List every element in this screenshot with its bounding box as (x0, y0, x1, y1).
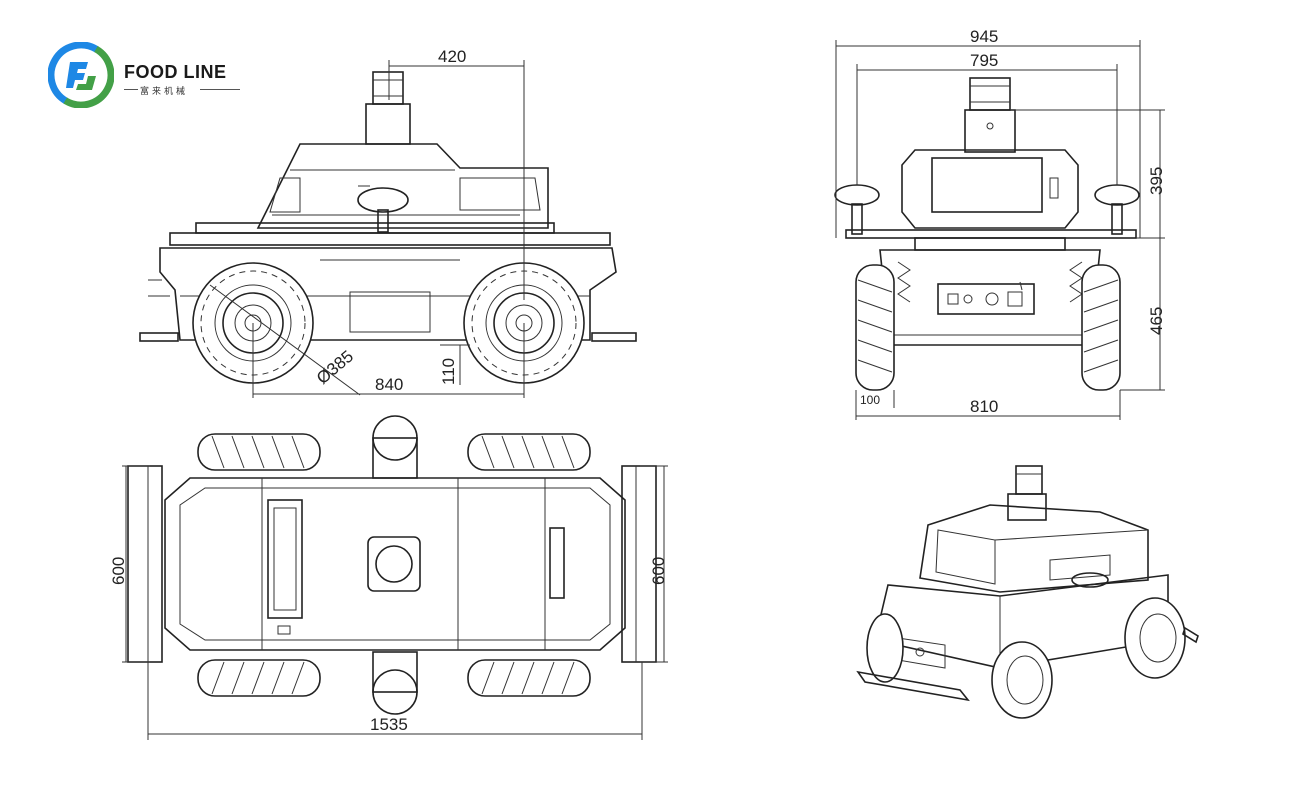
dim-lower-height: 465 (1147, 307, 1166, 335)
dim-ground-clearance: 110 (439, 358, 458, 385)
dim-overall-length: 1535 (370, 715, 408, 734)
dim-top-width-left: 600 (109, 557, 128, 585)
isometric-view (856, 465, 1199, 719)
top-view-dimensions: 600 600 1535 (109, 465, 668, 740)
dim-mast-offset: 420 (438, 47, 466, 66)
dim-track-width: 810 (970, 397, 998, 416)
front-view-dimensions: 945 795 395 465 810 100 (835, 27, 1166, 420)
dim-overall-width: 945 (970, 27, 998, 46)
brand-logo: FOOD LINE 富来机械 (48, 42, 248, 112)
brand-subtitle: 富来机械 (140, 86, 189, 96)
top-view (127, 415, 657, 715)
dim-wheel-diameter: Ø385 (313, 347, 357, 388)
food-line-logo-icon (48, 42, 114, 108)
side-view (139, 71, 637, 384)
brand-name: FOOD LINE (124, 62, 227, 82)
dim-upper-height: 395 (1147, 167, 1166, 195)
brand-divider-right (200, 89, 240, 90)
dim-wheelbase: 840 (375, 375, 403, 394)
dim-top-width-right: 600 (649, 557, 668, 585)
dim-tire-width: 100 (860, 393, 880, 407)
dim-antenna-span: 795 (970, 51, 998, 70)
brand-divider-left (124, 89, 138, 90)
front-view (834, 77, 1140, 391)
